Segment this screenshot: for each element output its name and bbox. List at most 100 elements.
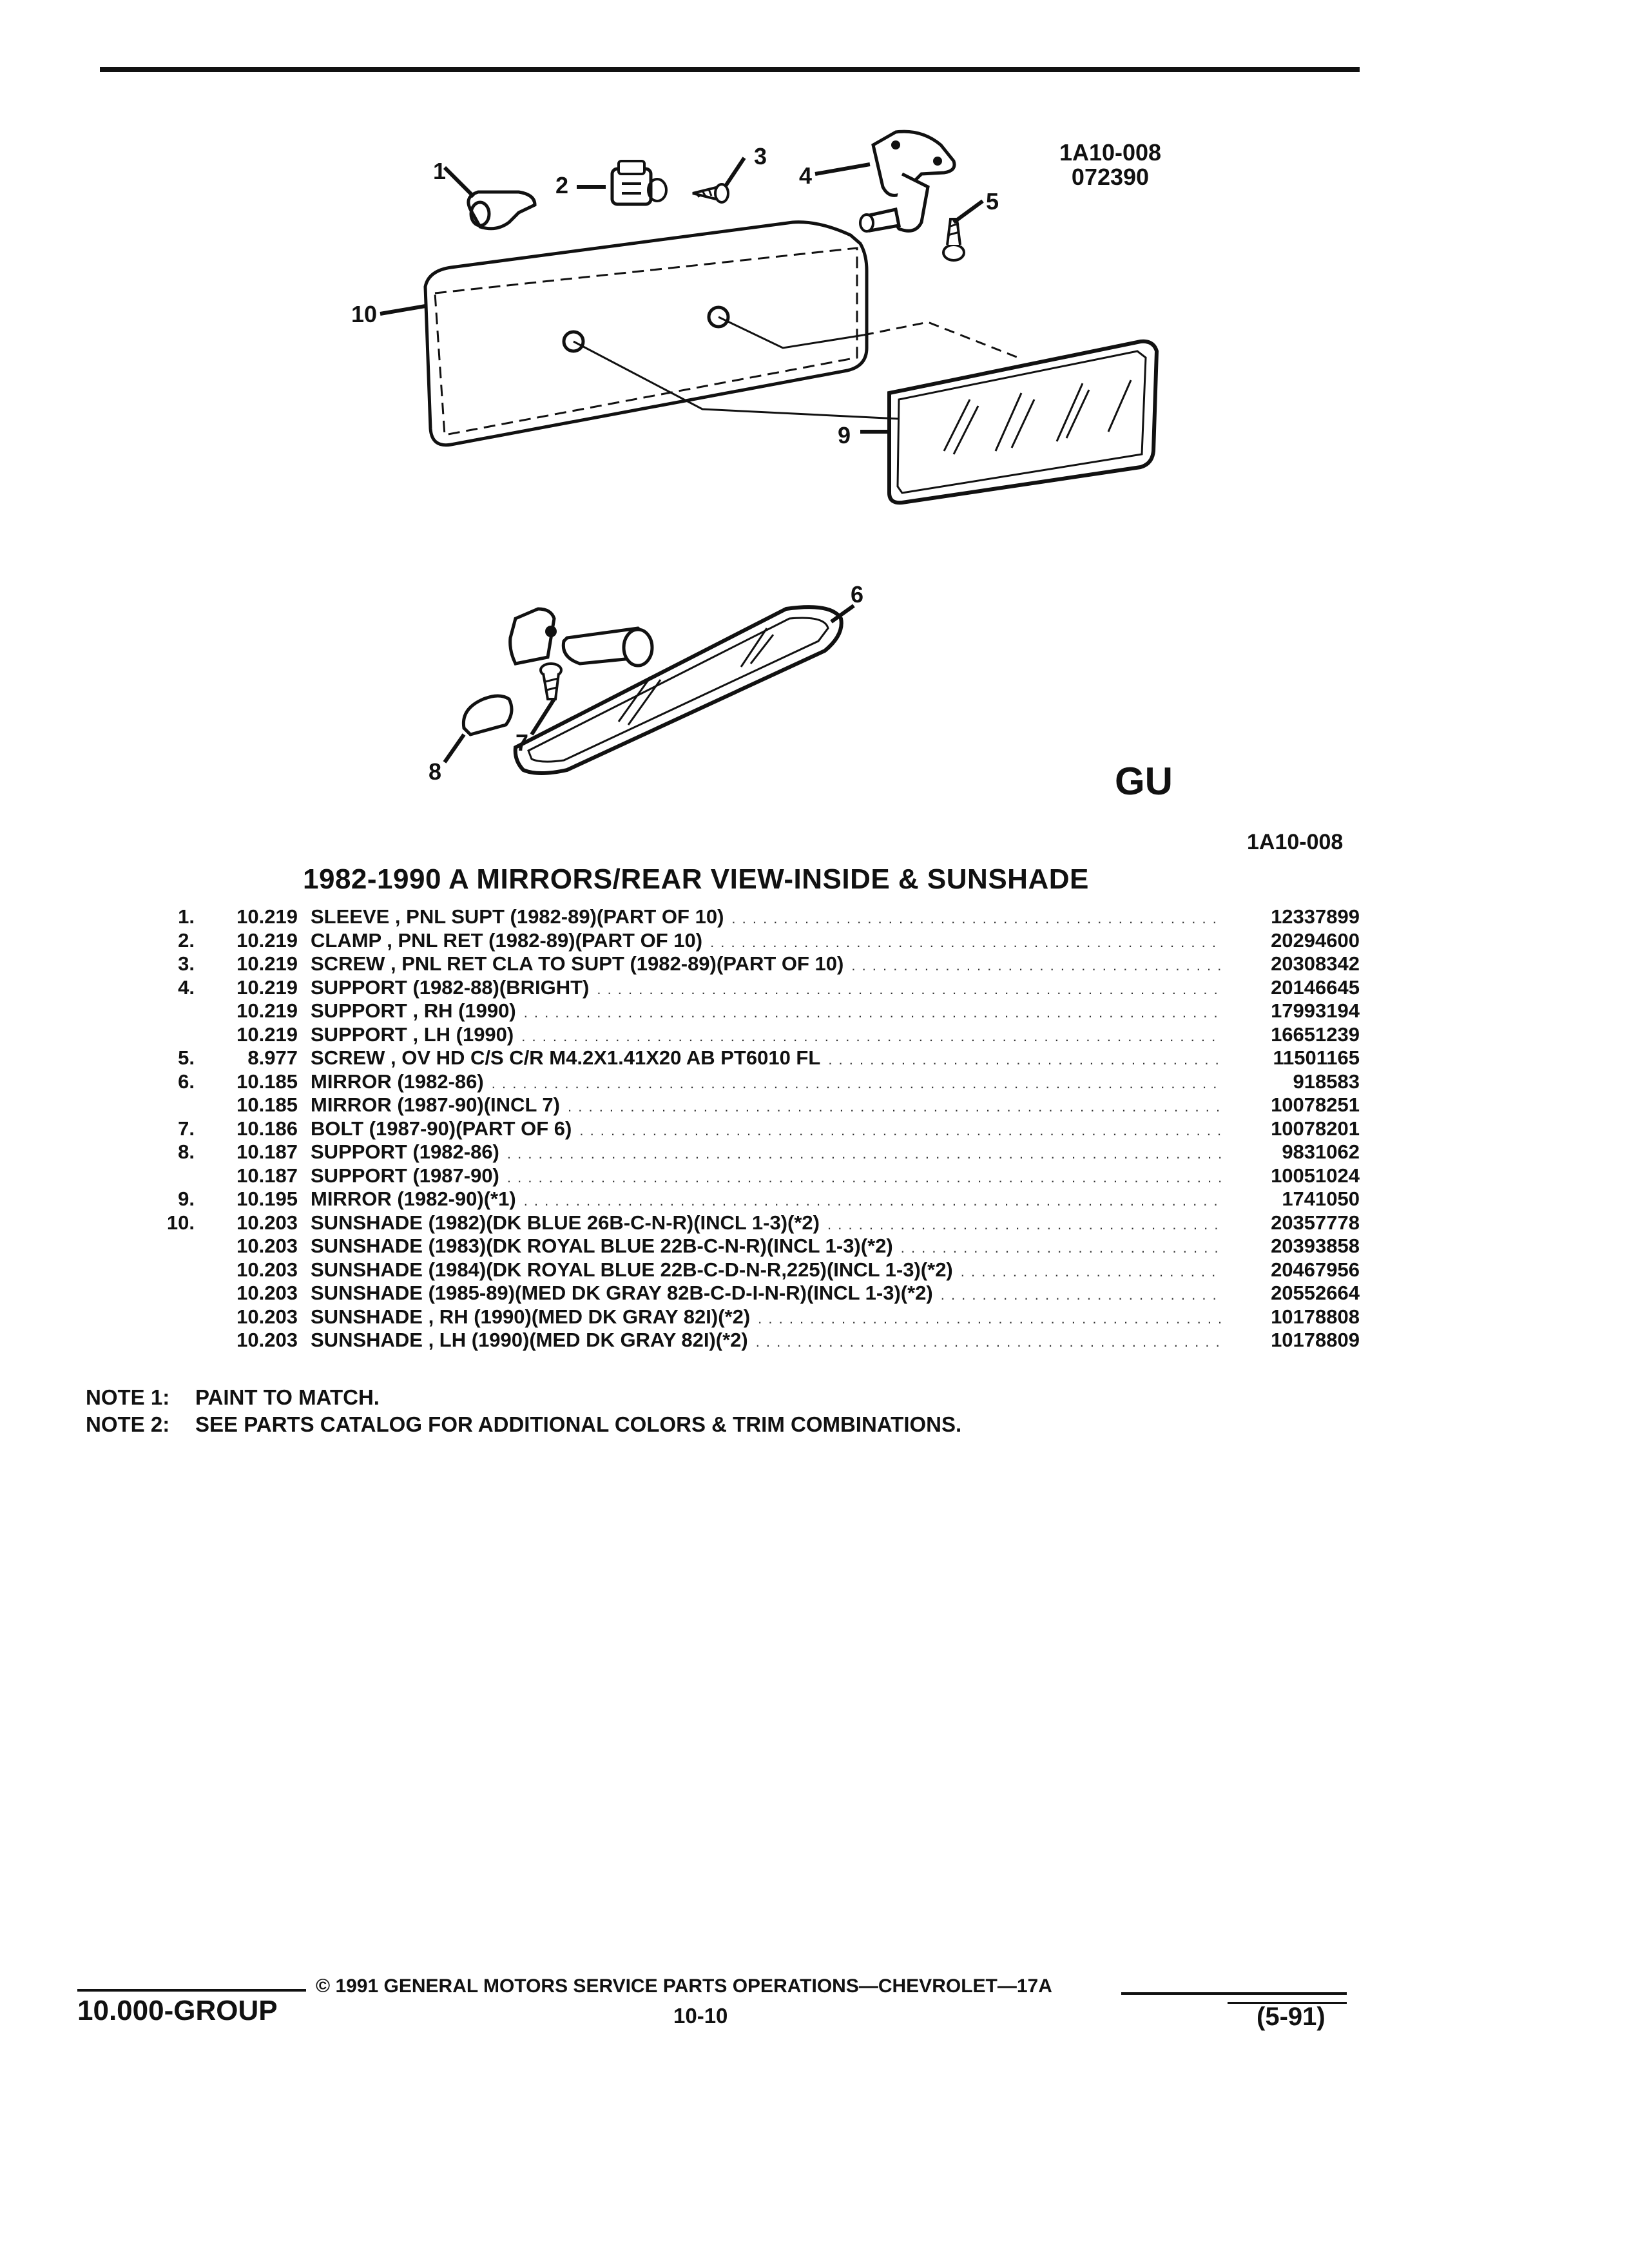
footer-date-code: (5-91) (1257, 2003, 1325, 2031)
parts-row: 10.219 SUPPORT , LH (1990) 16651239 (148, 1023, 1360, 1047)
parts-description: SCREW , PNL RET CLA TO SUPT (1982-89)(PA… (311, 952, 844, 975)
parts-group-number: 10.187 (236, 1164, 298, 1187)
parts-row: 5. 8.977 SCREW , OV HD C/S C/R M4.2X1.41X2… (148, 1046, 1360, 1070)
parts-part-number: 20146645 (1271, 975, 1360, 999)
parts-group-number: 10.185 (236, 1070, 298, 1093)
screw-part-3 (692, 183, 729, 204)
parts-description: SUNSHADE , LH (1990)(MED DK GRAY 82I)(*2… (311, 1329, 748, 1351)
parts-group-number: 10.219 (236, 1023, 298, 1046)
parts-group-number: 10.203 (236, 1282, 298, 1304)
leader-dots (560, 1093, 1221, 1117)
parts-group-number: 10.185 (236, 1093, 298, 1116)
parts-row: 8. 10.187 SUPPORT (1982-86) 9831062 (148, 1140, 1360, 1164)
parts-part-number: 17993194 (1271, 999, 1360, 1022)
parts-group-number: 10.187 (236, 1140, 298, 1163)
footer-rule-right (1121, 1992, 1347, 1995)
leader-dots (589, 976, 1221, 999)
parts-row: 10.203 SUNSHADE (1985-89)(MED DK GRAY 82B… (148, 1282, 1360, 1305)
parts-part-number: 20552664 (1271, 1282, 1360, 1304)
note-text: PAINT TO MATCH. (195, 1385, 380, 1409)
leader-dots (953, 1258, 1221, 1282)
parts-description: SUPPORT , LH (1990) (311, 1023, 514, 1046)
callout-10: 10 (351, 301, 377, 327)
parts-item-number: 1. (178, 905, 195, 928)
parts-description: SUPPORT (1982-88)(BRIGHT) (311, 975, 590, 999)
parts-item-number: 9. (178, 1187, 195, 1210)
parts-description: SUNSHADE , RH (1990)(MED DK GRAY 82I)(*2… (311, 1305, 751, 1328)
parts-item-number: 10. (166, 1211, 195, 1234)
parts-part-number: 20467956 (1271, 1258, 1360, 1281)
bolt-part (539, 662, 563, 700)
parts-item-number: 7. (178, 1117, 195, 1140)
parts-item-number: 2. (178, 928, 195, 952)
callout-1: 1 (433, 158, 446, 184)
parts-group-number: 10.203 (236, 1211, 298, 1234)
parts-group-number: 10.203 (236, 1305, 298, 1328)
footer-page-number: 10-10 (673, 2004, 728, 2028)
footer-group: 10.000-GROUP (77, 1995, 278, 2026)
parts-group-number: 10.203 (236, 1235, 298, 1257)
parts-group-number: 10.195 (236, 1187, 298, 1210)
parts-part-number: 918583 (1293, 1070, 1360, 1093)
figure-ref-below: 1A10-008 (1247, 830, 1344, 854)
leader-dots (843, 952, 1221, 975)
parts-part-number: 20294600 (1271, 928, 1360, 952)
parts-group-number: 10.186 (236, 1117, 298, 1140)
callout-4: 4 (799, 162, 812, 189)
sleeve-part (467, 190, 537, 231)
leader-dots (499, 1164, 1221, 1187)
parts-part-number: 9831062 (1282, 1140, 1360, 1163)
leader-dots (572, 1117, 1221, 1140)
parts-row: 3. 10.219 SCREW , PNL RET CLA TO SUPT (198… (148, 952, 1360, 976)
support-bracket-part (859, 130, 956, 233)
note-1: NOTE 1:PAINT TO MATCH. (86, 1385, 961, 1412)
parts-part-number: 16651239 (1271, 1023, 1360, 1046)
parts-row: 10.203 SUNSHADE , RH (1990)(MED DK GRAY 8… (148, 1305, 1360, 1329)
section-title: 1982-1990 A MIRRORS/REAR VIEW-INSIDE & S… (303, 863, 1089, 895)
parts-description: MIRROR (1987-90)(INCL 7) (311, 1093, 561, 1116)
parts-group-number: 10.219 (236, 999, 298, 1022)
footer-rule-left (77, 1989, 306, 1992)
callout-6: 6 (851, 581, 863, 608)
parts-item-number: 5. (178, 1046, 195, 1069)
parts-description: SUNSHADE (1982)(DK BLUE 26B-C-N-R)(INCL … (311, 1211, 820, 1234)
parts-group-number: 10.219 (236, 952, 298, 975)
gm-logo-mark: GU (1115, 760, 1173, 803)
parts-row: 1. 10.219 SLEEVE , PNL SUPT (1982-89)(PART… (148, 905, 1360, 929)
parts-item-number: 3. (178, 952, 195, 975)
parts-group-number: 10.219 (236, 905, 298, 928)
parts-description: SUNSHADE (1983)(DK ROYAL BLUE 22B-C-N-R)… (311, 1235, 893, 1257)
parts-description: MIRROR (1982-90)(*1) (311, 1187, 516, 1210)
parts-group-number: 8.977 (247, 1046, 298, 1069)
parts-part-number: 10178808 (1271, 1305, 1360, 1328)
leader-dots (893, 1235, 1221, 1258)
parts-group-number: 10.203 (236, 1258, 298, 1281)
leader-dots (820, 1046, 1221, 1070)
parts-part-number: 10178809 (1271, 1329, 1360, 1351)
note-label: NOTE 2: (86, 1412, 170, 1436)
parts-list: 1. 10.219 SLEEVE , PNL SUPT (1982-89)(PART… (148, 905, 1360, 1352)
panel-hole-left (562, 330, 585, 353)
parts-group-number: 10.219 (236, 975, 298, 999)
parts-row: 10. 10.203 SUNSHADE (1982)(DK BLUE 26B-C-N… (148, 1211, 1360, 1235)
figure-date: 072390 (1071, 164, 1150, 190)
leader-dots (516, 1187, 1221, 1211)
parts-description: SCREW , OV HD C/S C/R M4.2X1.41X20 AB PT… (311, 1046, 821, 1069)
parts-description: SUNSHADE (1985-89)(MED DK GRAY 82B-C-D-I… (311, 1282, 933, 1304)
note-2: NOTE 2:SEE PARTS CATALOG FOR ADDITIONAL … (86, 1412, 961, 1439)
vanity-mirror (887, 339, 1159, 505)
screw-part-5 (942, 218, 965, 262)
parts-description: SLEEVE , PNL SUPT (1982-89)(PART OF 10) (311, 905, 724, 928)
footer-rule-right-lower (1228, 2002, 1347, 2004)
callout-9: 9 (838, 422, 851, 448)
leader-dots (933, 1282, 1221, 1305)
parts-item-number: 8. (178, 1140, 195, 1163)
leader-dots (702, 929, 1221, 952)
parts-description: SUPPORT (1982-86) (311, 1140, 499, 1163)
